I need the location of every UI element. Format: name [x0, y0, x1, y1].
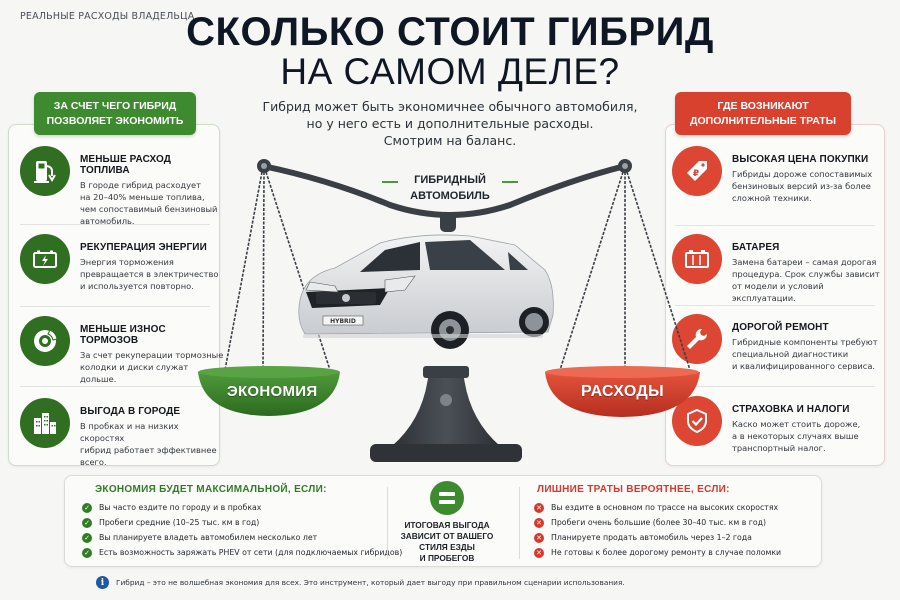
savings-item: ВЫГОДА В ГОРОДЕ В пробках и на низких ск…	[20, 398, 220, 468]
list-item: ✓Вы планируете владеть автомобилем неско…	[82, 530, 402, 545]
decorative-dash	[382, 181, 398, 183]
item-title: СТРАХОВКА И НАЛОГИ	[732, 404, 850, 415]
heading-line: ПОЗВОЛЯЕТ ЭКОНОМИТЬ	[46, 114, 184, 127]
divider	[675, 386, 875, 387]
cross-icon: ✕	[534, 547, 544, 558]
city-buildings-icon	[20, 398, 70, 448]
heading-line: ГДЕ ВОЗНИКАЮТ	[717, 99, 809, 112]
brake-disc-icon	[20, 316, 70, 366]
item-title: ДОРОГОЙ РЕМОНТ	[732, 322, 829, 333]
savings-conditions-heading: ЭКОНОМИЯ БУДЕТ МАКСИМАЛЬНОЙ, ЕСЛИ:	[95, 484, 327, 495]
cross-icon: ✕	[534, 517, 544, 528]
subtitle: Гибрид может быть экономичнее обычного а…	[250, 98, 650, 149]
cross-icon: ✕	[534, 532, 544, 543]
list-item: ✓Есть возможность заряжать PHEV от сети …	[82, 545, 402, 560]
battery-charge-icon	[20, 234, 70, 284]
divider	[387, 487, 388, 559]
savings-item: МЕНЬШЕ РАСХОД ТОПЛИВА В городе гибрид ра…	[20, 146, 220, 227]
item-title: ВЫСОКАЯ ЦЕНА ПОКУПКИ	[732, 154, 869, 165]
item-title: БАТАРЕЯ	[732, 242, 780, 253]
savings-conditions-list: ✓Вы часто ездите по городу и в пробках ✓…	[82, 500, 402, 560]
cross-icon: ✕	[534, 502, 544, 513]
fuel-pump-icon	[20, 146, 70, 196]
heading-line: ЗА СЧЕТ ЧЕГО ГИБРИД	[53, 99, 177, 112]
center-label-line: АВТОМОБИЛЬ	[410, 190, 490, 202]
right-pan-label: РАСХОДЫ	[581, 383, 665, 400]
list-item: ✕Вы ездите в основном по трассе на высок…	[534, 500, 781, 515]
divider	[675, 225, 875, 226]
subtitle-line: Смотрим на баланс.	[383, 133, 517, 148]
car-battery-icon	[672, 234, 722, 284]
footer-note: i Гибрид – это не волшебная экономия для…	[96, 576, 625, 589]
item-title: МЕНЬШЕ ИЗНОС ТОРМОЗОВ	[80, 324, 166, 346]
title-line-2: НА САМОМ ДЕЛЕ?	[280, 51, 620, 92]
costs-conditions-heading: ЛИШНИЕ ТРАТЫ ВЕРОЯТНЕЕ, ЕСЛИ:	[537, 484, 730, 495]
car-illustration: HYBRID	[298, 234, 554, 349]
price-tag-ruble-icon: ₽	[672, 146, 722, 196]
info-icon: i	[96, 576, 109, 589]
check-icon: ✓	[82, 547, 92, 558]
check-icon: ✓	[82, 502, 92, 513]
savings-item: МЕНЬШЕ ИЗНОС ТОРМОЗОВ За счет рекупераци…	[20, 316, 225, 385]
subtitle-line: Гибрид может быть экономичнее обычного а…	[262, 99, 638, 114]
item-title: МЕНЬШЕ РАСХОД ТОПЛИВА	[80, 154, 171, 176]
costs-conditions-list: ✕Вы ездите в основном по трассе на высок…	[534, 500, 781, 560]
decorative-dash	[502, 181, 518, 183]
left-pan-label: ЭКОНОМИЯ	[227, 383, 318, 400]
list-item: ✕Планируете продать автомобиль через 1–2…	[534, 530, 781, 545]
svg-text:₽: ₽	[693, 169, 699, 179]
shield-check-icon	[672, 396, 722, 446]
center-label-line: ГИБРИДНЫЙ	[414, 174, 486, 186]
list-item: ✕Не готовы к более дорогому ремонту в сл…	[534, 545, 781, 560]
heading-line: ДОПОЛНИТЕЛЬНЫЕ ТРАТЫ	[690, 114, 836, 127]
list-item: ✓Вы часто ездите по городу и в пробках	[82, 500, 402, 515]
wrench-icon	[672, 314, 722, 364]
title-line-1: СКОЛЬКО СТОИТ ГИБРИД	[186, 10, 714, 54]
list-item: ✓Пробеги средние (10–25 тыс. км в год)	[82, 515, 402, 530]
costs-item: ДОРОГОЙ РЕМОНТ Гибридные компоненты треб…	[672, 314, 887, 372]
item-title: ВЫГОДА В ГОРОДЕ	[80, 406, 181, 417]
divider	[519, 487, 520, 559]
divider	[20, 386, 210, 387]
item-desc: Каско может стоить дороже,а в некоторых …	[732, 419, 861, 453]
divider	[20, 224, 210, 225]
subtitle-line: но у него есть и дополнительные расходы.	[306, 116, 594, 131]
check-icon: ✓	[82, 517, 92, 528]
costs-panel-heading: ГДЕ ВОЗНИКАЮТ ДОПОЛНИТЕЛЬНЫЕ ТРАТЫ	[675, 92, 851, 135]
divider	[675, 305, 875, 306]
svg-text:HYBRID: HYBRID	[330, 318, 356, 325]
equals-icon	[430, 481, 464, 515]
list-item: ✕Пробеги очень большие (более 30–40 тыс.…	[534, 515, 781, 530]
kicker-label: РЕАЛЬНЫЕ РАСХОДЫ ВЛАДЕЛЬЦА	[20, 11, 195, 22]
divider	[20, 306, 210, 307]
savings-panel-heading: ЗА СЧЕТ ЧЕГО ГИБРИД ПОЗВОЛЯЕТ ЭКОНОМИТЬ	[34, 92, 196, 135]
summary-center-text: ИТОГОВАЯ ВЫГОДА ЗАВИСИТ ОТ ВАШЕГО СТИЛЯ …	[400, 520, 494, 563]
costs-item: СТРАХОВКА И НАЛОГИ Каско может стоить до…	[672, 396, 887, 454]
check-icon: ✓	[82, 532, 92, 543]
costs-item: ₽ ВЫСОКАЯ ЦЕНА ПОКУПКИ Гибриды дороже со…	[672, 146, 887, 204]
center-label: ГИБРИДНЫЙ АВТОМОБИЛЬ	[380, 172, 520, 204]
footer-text: Гибрид – это не волшебная экономия для в…	[116, 578, 625, 587]
item-title: РЕКУПЕРАЦИЯ ЭНЕРГИИ	[80, 242, 207, 253]
